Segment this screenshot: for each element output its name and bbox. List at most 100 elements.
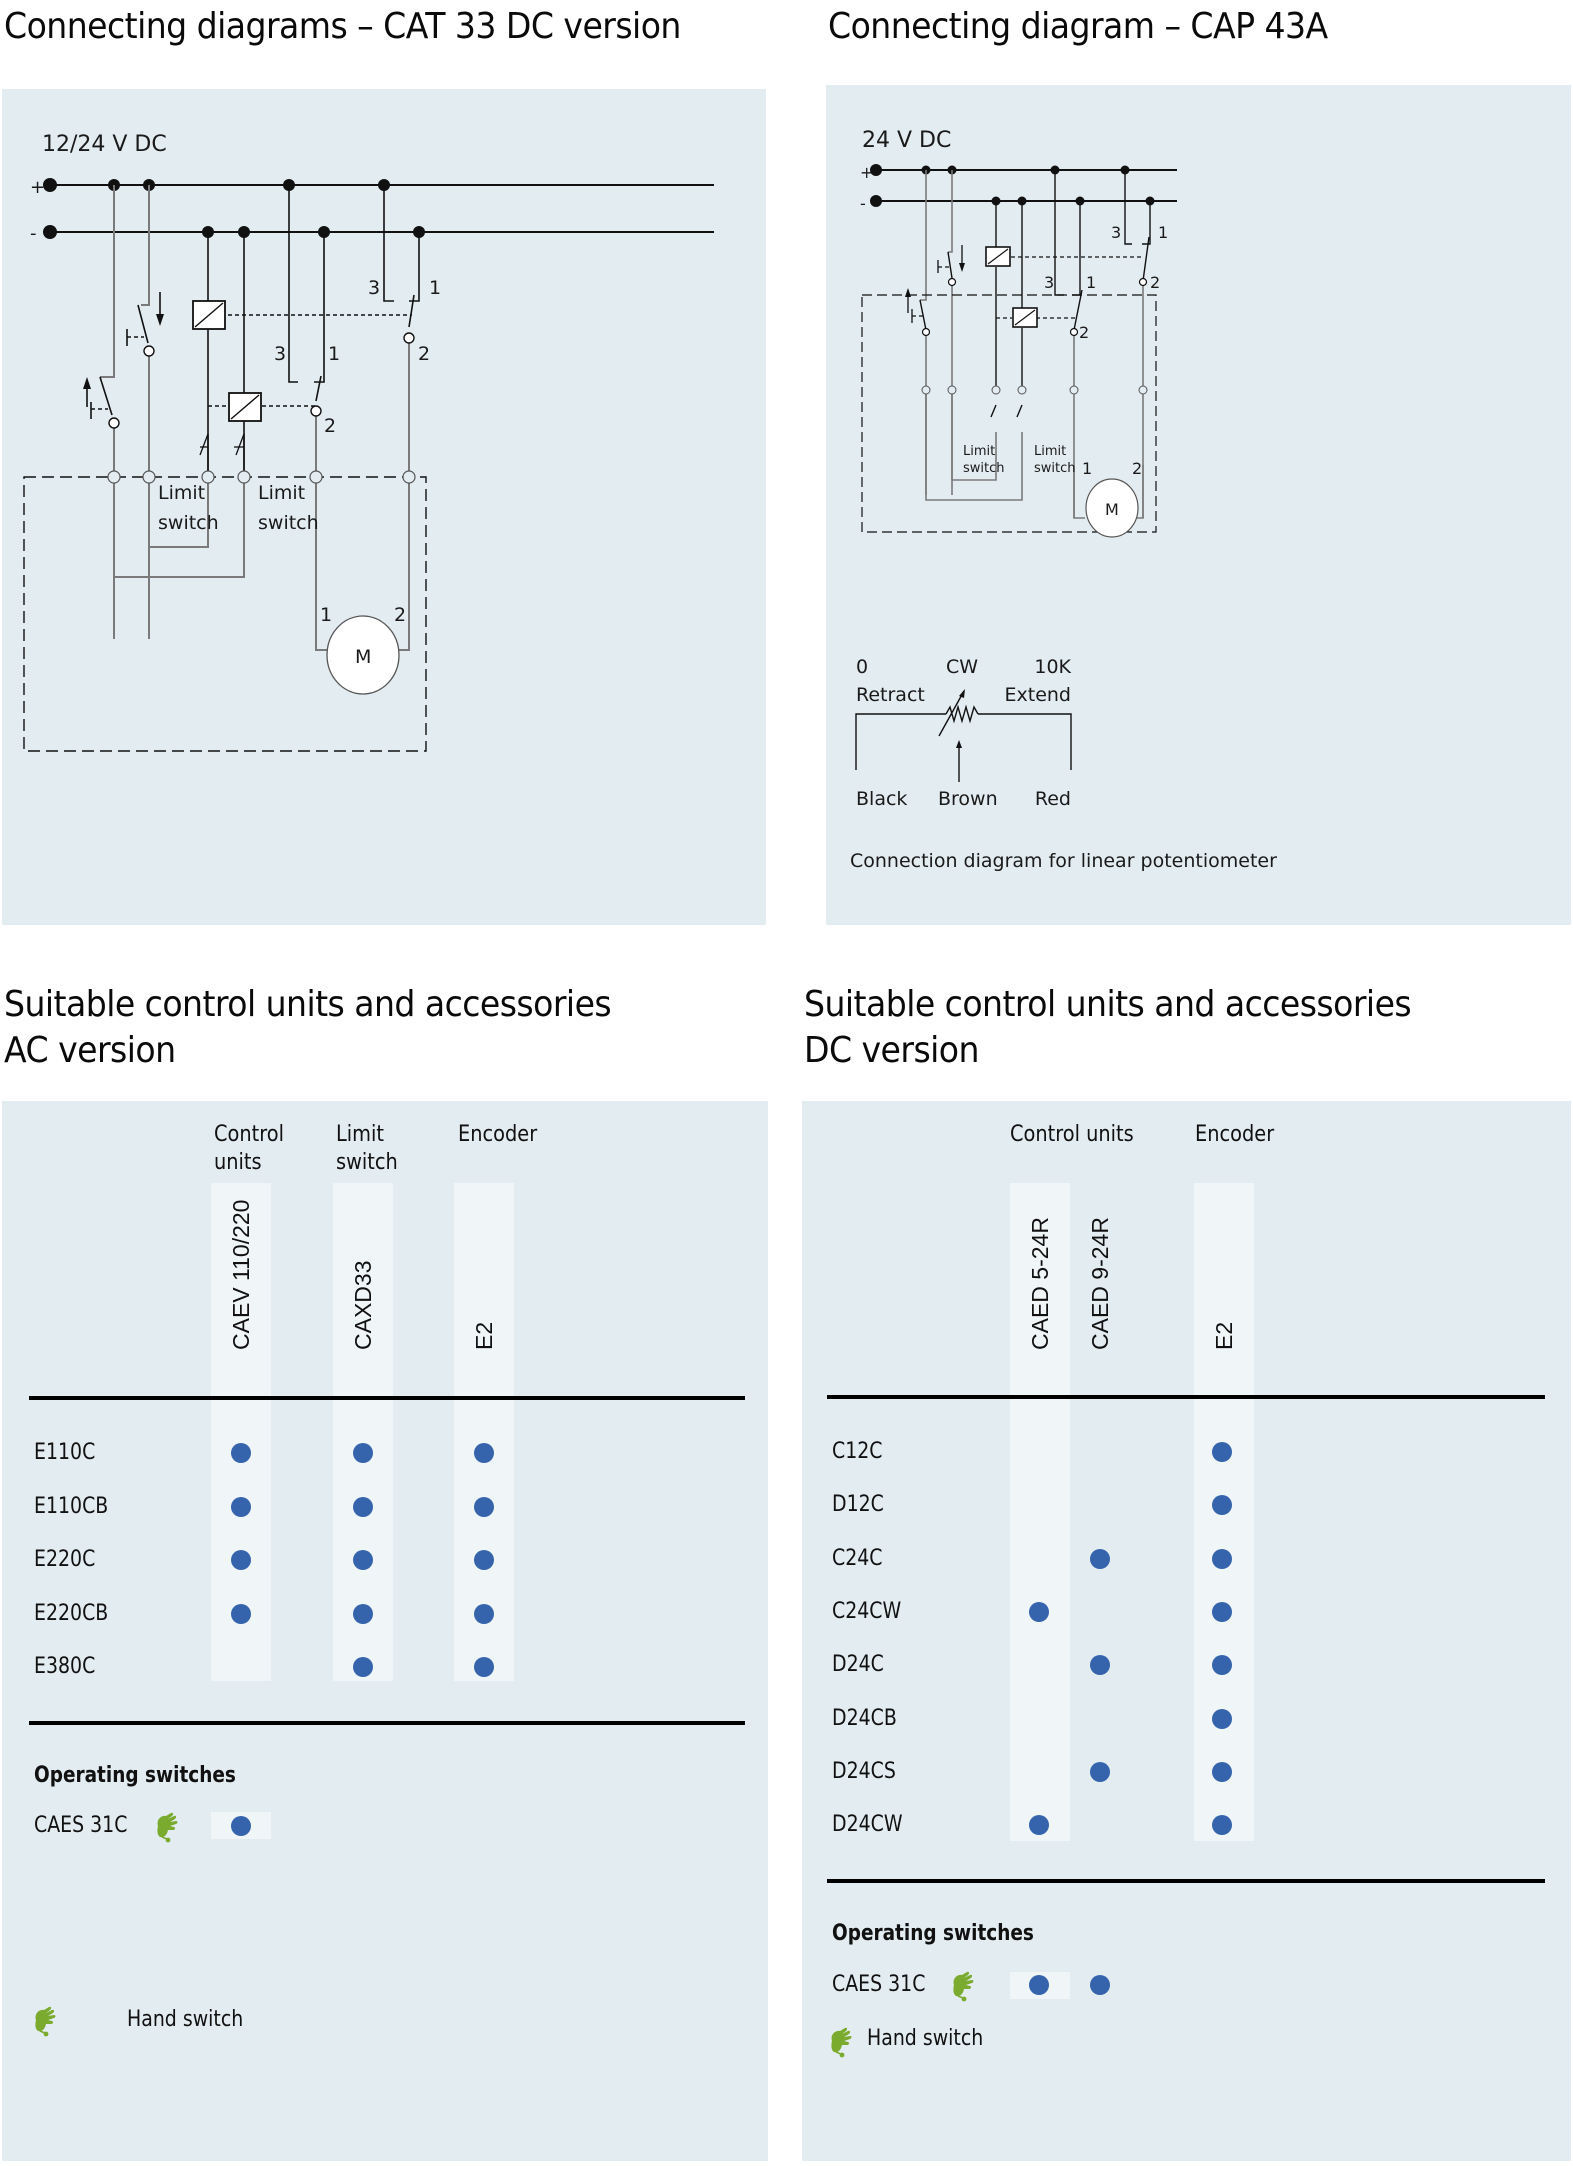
ac-row-label: E110CB bbox=[34, 1493, 109, 1519]
ac-column-header-0: CAEV 110/220 bbox=[228, 1199, 254, 1350]
contact-1a: 1 bbox=[429, 277, 441, 299]
cap43a-diagram-panel: 24 V DC + - bbox=[826, 85, 1571, 925]
ac-title-line2: AC version bbox=[4, 1030, 176, 1071]
dc-opswitch-label: CAES 31C bbox=[832, 1972, 926, 1997]
contact-3b: 3 bbox=[1044, 273, 1054, 292]
pot-right-label: Extend bbox=[1005, 684, 1072, 706]
limit-switch-2-label: Limit bbox=[258, 482, 305, 504]
ac-group-header-2: Encoder bbox=[458, 1122, 538, 1147]
dc-compat-dot bbox=[1090, 1655, 1110, 1676]
dc-compat-dot bbox=[1212, 1548, 1232, 1569]
contact-3a: 3 bbox=[1111, 223, 1121, 242]
minus-label: - bbox=[30, 223, 37, 244]
plus-label: + bbox=[860, 163, 873, 182]
ac-compat-dot bbox=[353, 1603, 373, 1624]
hand-switch-icon bbox=[156, 1811, 179, 1844]
minus-label: - bbox=[860, 194, 866, 213]
contact-1b: 1 bbox=[1086, 273, 1096, 292]
dc-compat-dot bbox=[1212, 1761, 1232, 1782]
ac-legend-hand-switch: Hand switch bbox=[127, 2007, 244, 2032]
ac-compat-dot bbox=[474, 1443, 494, 1463]
dc-row-label: D24C bbox=[832, 1652, 884, 1678]
ac-compat-dot bbox=[474, 1603, 494, 1624]
actuator-housing bbox=[861, 294, 1157, 533]
dc-row-label: C24C bbox=[832, 1545, 883, 1571]
cat33-circuit-diagram: 12/24 V DC + - bbox=[23, 132, 714, 752]
tap-arrow-icon bbox=[956, 740, 962, 748]
dc-row-label: D24CB bbox=[832, 1705, 897, 1731]
ac-column-header-1: CAXD33 bbox=[350, 1260, 376, 1350]
dc-column-header-0: CAED 5-24R bbox=[1027, 1217, 1053, 1350]
dc-table-title: Suitable control units and accessories D… bbox=[804, 982, 1412, 1074]
dc-row-label: C12C bbox=[832, 1439, 883, 1464]
junction-dots bbox=[43, 178, 425, 239]
dc-col-stripe-0 bbox=[1010, 1183, 1070, 1841]
pot-caption: Connection diagram for linear potentiome… bbox=[850, 850, 1277, 872]
dc-compat-dot bbox=[1090, 1761, 1110, 1782]
dc-row-label: C24CW bbox=[832, 1598, 902, 1624]
dc-title-line1: Suitable control units and accessories bbox=[804, 984, 1412, 1025]
ac-col-stripe-2 bbox=[454, 1183, 514, 1681]
contact-2b: 2 bbox=[1079, 323, 1089, 342]
dc-compat-dot bbox=[1212, 1708, 1232, 1729]
limit-switch-1-label: Limit bbox=[158, 482, 205, 504]
voltage-label: 12/24 V DC bbox=[42, 132, 167, 157]
contact-3a: 3 bbox=[368, 277, 380, 299]
pot-mid-label: CW bbox=[946, 656, 978, 678]
dc-row-label: D24CW bbox=[832, 1812, 903, 1838]
ac-compat-dot bbox=[231, 1603, 251, 1624]
dc-column-header-2: E2 bbox=[1211, 1321, 1237, 1350]
dc-compat-dot bbox=[1212, 1601, 1232, 1622]
ac-compat-dot bbox=[231, 1816, 251, 1836]
dc-legend-hand-switch: Hand switch bbox=[867, 2026, 984, 2051]
ac-compat-dot bbox=[353, 1550, 373, 1570]
voltage-label: 24 V DC bbox=[862, 128, 951, 153]
ac-compat-dot bbox=[474, 1657, 494, 1677]
limit-switch-2-label-2: switch bbox=[1034, 461, 1076, 476]
dc-group-header-0: Control units bbox=[1010, 1122, 1134, 1147]
motor-terminal-2: 2 bbox=[1132, 459, 1142, 478]
dc-compat-dot bbox=[1212, 1655, 1232, 1676]
dc-footer-rule bbox=[827, 1879, 1545, 1883]
down-arrow-icon bbox=[959, 263, 965, 272]
dc-compat-dot bbox=[1090, 1548, 1110, 1569]
ac-row-label: E220C bbox=[34, 1547, 96, 1572]
dc-row-label: D24CS bbox=[832, 1758, 896, 1784]
limit-switch-1-label: Limit bbox=[963, 444, 995, 459]
ac-compat-dot bbox=[231, 1496, 251, 1517]
dc-row-label: D12C bbox=[832, 1492, 884, 1518]
motor-terminal-1: 1 bbox=[1082, 459, 1092, 478]
wire-red-label: Red bbox=[1035, 788, 1071, 810]
motor-terminal-2: 2 bbox=[394, 604, 406, 626]
hand-switch-icon bbox=[34, 2005, 57, 2038]
dc-compat-dot bbox=[1029, 1815, 1049, 1836]
contact-1a: 1 bbox=[1158, 223, 1168, 242]
hand-switch-icon bbox=[952, 1970, 975, 2003]
ac-compat-dot bbox=[353, 1657, 373, 1677]
limit-switch-1-label-2: switch bbox=[158, 512, 219, 534]
cat33-title: Connecting diagrams – CAT 33 DC version bbox=[4, 6, 681, 47]
contact-3b: 3 bbox=[274, 343, 286, 365]
dc-compat-dot bbox=[1212, 1815, 1232, 1836]
contact-2b: 2 bbox=[324, 415, 336, 437]
ac-row-label: E380C bbox=[34, 1654, 96, 1679]
pot-left-label: Retract bbox=[856, 684, 925, 706]
pot-right-value: 10K bbox=[1034, 656, 1071, 678]
ac-column-header-2: E2 bbox=[471, 1321, 497, 1350]
dc-compat-dot bbox=[1212, 1442, 1232, 1462]
dc-compat-table: Control units Encoder CAED 5-24R CAED 9-… bbox=[802, 1101, 1571, 2161]
wire-black-label: Black bbox=[856, 788, 907, 810]
ac-header-rule bbox=[29, 1396, 745, 1400]
cap43a-title: Connecting diagram – CAP 43A bbox=[828, 6, 1328, 47]
ac-col-stripe-0 bbox=[211, 1183, 271, 1681]
contact-2a: 2 bbox=[418, 343, 430, 365]
up-arrow-icon bbox=[905, 288, 911, 297]
contact-2a: 2 bbox=[1150, 273, 1160, 292]
dc-title-line2: DC version bbox=[804, 1030, 979, 1071]
limit-switch-2-label: Limit bbox=[1034, 444, 1066, 459]
dc-header-rule bbox=[827, 1395, 1545, 1399]
dc-compat-dot bbox=[1029, 1601, 1049, 1622]
cat33-diagram-panel: 12/24 V DC + - bbox=[2, 89, 766, 925]
ac-compat-dot bbox=[474, 1496, 494, 1517]
